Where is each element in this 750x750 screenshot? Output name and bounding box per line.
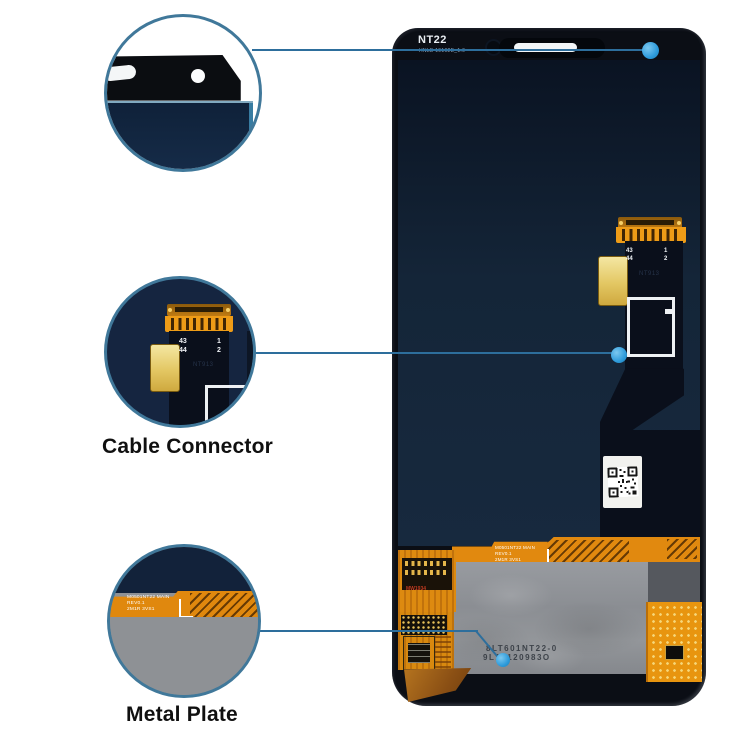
zoom-panel-side-highlight (249, 103, 253, 147)
test-pad-chip (666, 646, 683, 659)
zoom-flex-strip-line2: REV0.1 (127, 601, 145, 607)
flex-connector-pins (616, 227, 686, 243)
zoom-connector-screw-dot (226, 308, 230, 312)
plate-stamp-line2: 9L19120983O (483, 653, 551, 662)
bottom-right-test-pad (646, 602, 702, 682)
zoom-pin-44: 44 (179, 347, 187, 355)
flex-trace-column (435, 636, 451, 668)
qr-code-sticker (603, 456, 642, 508)
connector-screw-dot (677, 221, 681, 225)
zoom-white-outline-mark (205, 385, 253, 425)
pin-1: 1 (664, 248, 668, 254)
zoom-panel-back (107, 103, 253, 169)
zoom-connector-contact-bar (175, 307, 223, 312)
earpiece-slot (514, 43, 577, 52)
plate-shadow-area (648, 562, 700, 604)
white-dash-mark (665, 309, 673, 314)
zoom-pin-numbers-right: 1 2 (217, 337, 221, 355)
zoom-white-dash-mark (243, 394, 250, 399)
zoom-faint-flex-code: NT913 (193, 362, 214, 368)
callout-line-top (252, 49, 646, 51)
zoom-flex-traces (190, 593, 258, 617)
zoom-camera-hole (191, 69, 205, 83)
flex-strip-line3: 2M1R 3VS1 (495, 556, 522, 562)
zoom-flex-connector-pins (165, 316, 233, 332)
gold-contact-grid (401, 615, 447, 635)
zoom-white-l-bracket (179, 599, 193, 618)
zoom-pin-1: 1 (217, 338, 221, 345)
pin-43: 43 (626, 248, 633, 254)
flex-strip-label: M0501NT22 MAIN REV0.1 2M1R 3VS1 (495, 545, 549, 563)
lcd-assembly-back: NT22 HNLB 19102B_1.0 43 44 1 2 NT913 (392, 28, 706, 706)
gold-pin-row (405, 561, 449, 566)
bottom-left-flex-lower (398, 612, 454, 670)
zoom-panel-back-strip (110, 547, 258, 593)
callout-circle-top-corner (104, 14, 262, 172)
yellow-pull-tab (598, 256, 628, 306)
pin-2: 2 (664, 255, 668, 262)
model-marking-code: HNLB 19102B_1.0 (419, 48, 466, 54)
white-outline-mark (627, 297, 675, 357)
faint-flex-code: NT913 (639, 271, 660, 277)
metal-plate: 8LT601NT22-0 9L19120983O (452, 562, 648, 674)
pin-numbers-left: 43 44 (626, 248, 633, 264)
flex-strip-line2: REV0.1 (495, 550, 512, 556)
zoom-metal-plate (110, 617, 258, 695)
callout-dot-top (642, 42, 659, 59)
zoom-dark-band (247, 331, 253, 425)
board-connector (402, 558, 452, 590)
pin-44: 44 (626, 255, 633, 262)
zoom-pin-numbers-left: 43 44 (179, 337, 187, 355)
pin-numbers-right: 1 2 (664, 248, 667, 264)
metal-plate-label: Metal Plate (126, 703, 238, 726)
zoom-pin-43: 43 (179, 338, 187, 345)
zoom-flex-strip-line3: 2M1R 3VS1 (127, 607, 155, 613)
bottom-left-flex-upper: MW1934 (398, 550, 456, 612)
zoom-panel-edge-line (107, 101, 253, 103)
zoom-flex-strip-label: M0501NT22 MAIN REV0.1 2M1R 3VS1 (127, 595, 179, 614)
callout-circle-cable-connector: 43 44 1 2 NT913 (104, 276, 256, 428)
flex-strip-line1: M0501NT22 MAIN (495, 545, 536, 550)
callout-line-cable-connector (252, 352, 614, 354)
gold-pin-row (405, 570, 449, 575)
flex-traces (667, 539, 697, 559)
qr-code-icon (606, 466, 639, 498)
zoom-yellow-pull-tab (150, 344, 180, 392)
callout-dot-cable-connector (611, 347, 627, 363)
callout-dot-metal-plate (496, 653, 510, 667)
pin-stripes (622, 229, 680, 241)
callout-circle-metal-plate: M0501NT22 MAIN REV0.1 2M1R 3VS1 (107, 544, 261, 698)
plate-stamp-line1: 8LT601NT22-0 (486, 644, 558, 653)
callout-line-metal-plate (258, 630, 478, 632)
zoom-flex-strip-line1: M0501NT22 MAIN (127, 595, 170, 600)
connector-contact-bar (626, 220, 674, 225)
model-marking: NT22 (418, 34, 447, 46)
ic-chip (403, 636, 435, 670)
zoom-pin-2: 2 (217, 347, 221, 355)
copper-flex-wedge (404, 668, 472, 702)
connector-screw-dot (619, 221, 623, 225)
zoom-connector-screw-dot (168, 308, 172, 312)
cable-connector-label: Cable Connector (102, 435, 274, 458)
front-camera-hole (485, 39, 502, 56)
flex-connector-head (618, 217, 682, 229)
zoom-pin-stripes (171, 318, 229, 330)
zoom-flex-connector-head (167, 304, 231, 316)
red-flex-code: MW1934 (406, 586, 427, 592)
